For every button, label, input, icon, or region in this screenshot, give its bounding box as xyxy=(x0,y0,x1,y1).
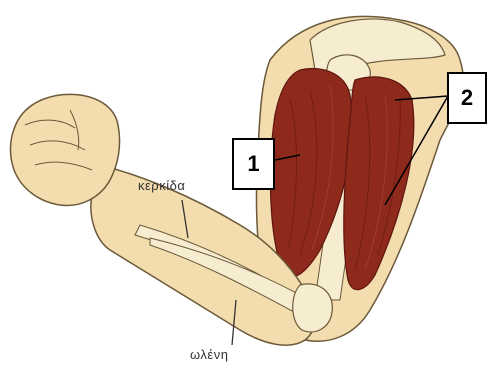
label-1-text: 1 xyxy=(247,151,259,177)
elbow-bone xyxy=(293,284,333,332)
ulna-label: ωλένη xyxy=(190,347,228,362)
radius-label: κερκίδα xyxy=(138,178,185,193)
triceps-muscle xyxy=(344,77,414,290)
label-2-text: 2 xyxy=(461,85,473,111)
label-2-box: 2 xyxy=(447,72,487,124)
label-1-box: 1 xyxy=(232,138,275,190)
fist xyxy=(11,94,120,205)
